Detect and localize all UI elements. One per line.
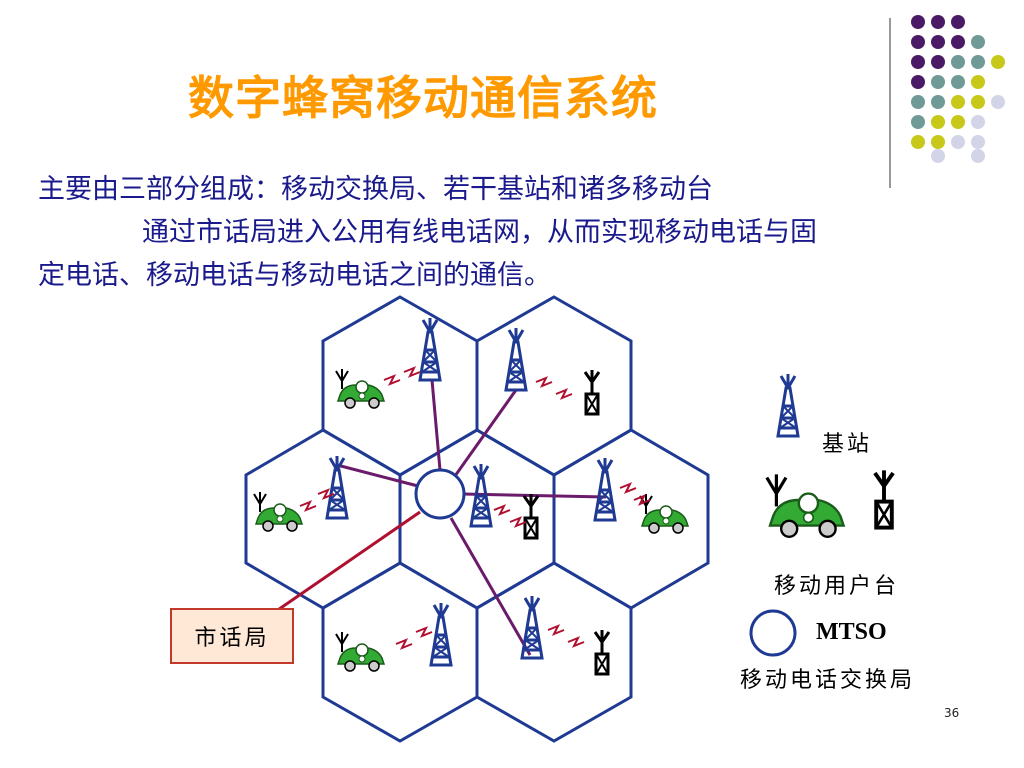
- legend-mtso-label: MTSO: [816, 619, 887, 645]
- hex-cell-top-right: [475, 295, 633, 477]
- trunk-lines: [336, 379, 607, 656]
- mobile-phone-icon: [593, 628, 611, 676]
- legend-base-station-label: 基站: [822, 432, 873, 457]
- mobile-car-icon: [335, 631, 385, 672]
- base-station-icon: [504, 326, 528, 392]
- legend-phone-icon: [872, 468, 896, 530]
- title-divider-line: [889, 18, 891, 188]
- legend-mobile-unit-icon: [765, 472, 846, 539]
- mobile-car-icon: [335, 368, 385, 409]
- legend-base-station-icon: [776, 372, 800, 438]
- base-station-icon: [429, 601, 453, 667]
- base-station-icon: [418, 316, 442, 382]
- page-number: 36: [944, 706, 960, 720]
- mobile-phone-icon: [583, 368, 601, 416]
- exchange-link-line: [271, 510, 421, 616]
- legend-mtso-icon: [749, 609, 797, 657]
- mobile-car-icon: [639, 493, 689, 534]
- local-exchange-box: 市话局: [170, 608, 294, 664]
- slide-title: 数字蜂窝移动通信系统: [188, 71, 658, 125]
- dot-grid-lime: [911, 55, 1005, 149]
- body-line-1: 主要由三部分组成：移动交换局、若干基站和诸多移动台: [38, 174, 713, 205]
- dot-grid-lavender: [931, 95, 1005, 163]
- dot-grid-teal: [911, 35, 985, 129]
- hex-cell-top-left: [321, 295, 479, 477]
- dot-grid-purple: [911, 15, 965, 89]
- body-text: 主要由三部分组成：移动交换局、若干基站和诸多移动台 通过市话局进入公用有线电话网…: [38, 168, 998, 297]
- legend-mobile-unit-label: 移动用户台: [774, 574, 900, 599]
- hexagon-cells: [244, 295, 710, 743]
- body-line-3: 定电话、移动电话与移动电话之间的通信。: [38, 260, 551, 291]
- decorative-dot-grid: [911, 15, 1005, 163]
- body-line-2: 通过市话局进入公用有线电话网，从而实现移动电话与固: [142, 217, 817, 248]
- base-station-icon: [593, 456, 617, 522]
- mobile-phone-icon: [522, 492, 540, 540]
- mobile-car-icon: [253, 491, 303, 532]
- base-station-icon: [520, 594, 544, 660]
- mtso-circle: [414, 468, 466, 520]
- legend-mtso-cn-label: 移动电话交换局: [740, 668, 916, 693]
- hex-cell-bottom-right: [475, 561, 633, 743]
